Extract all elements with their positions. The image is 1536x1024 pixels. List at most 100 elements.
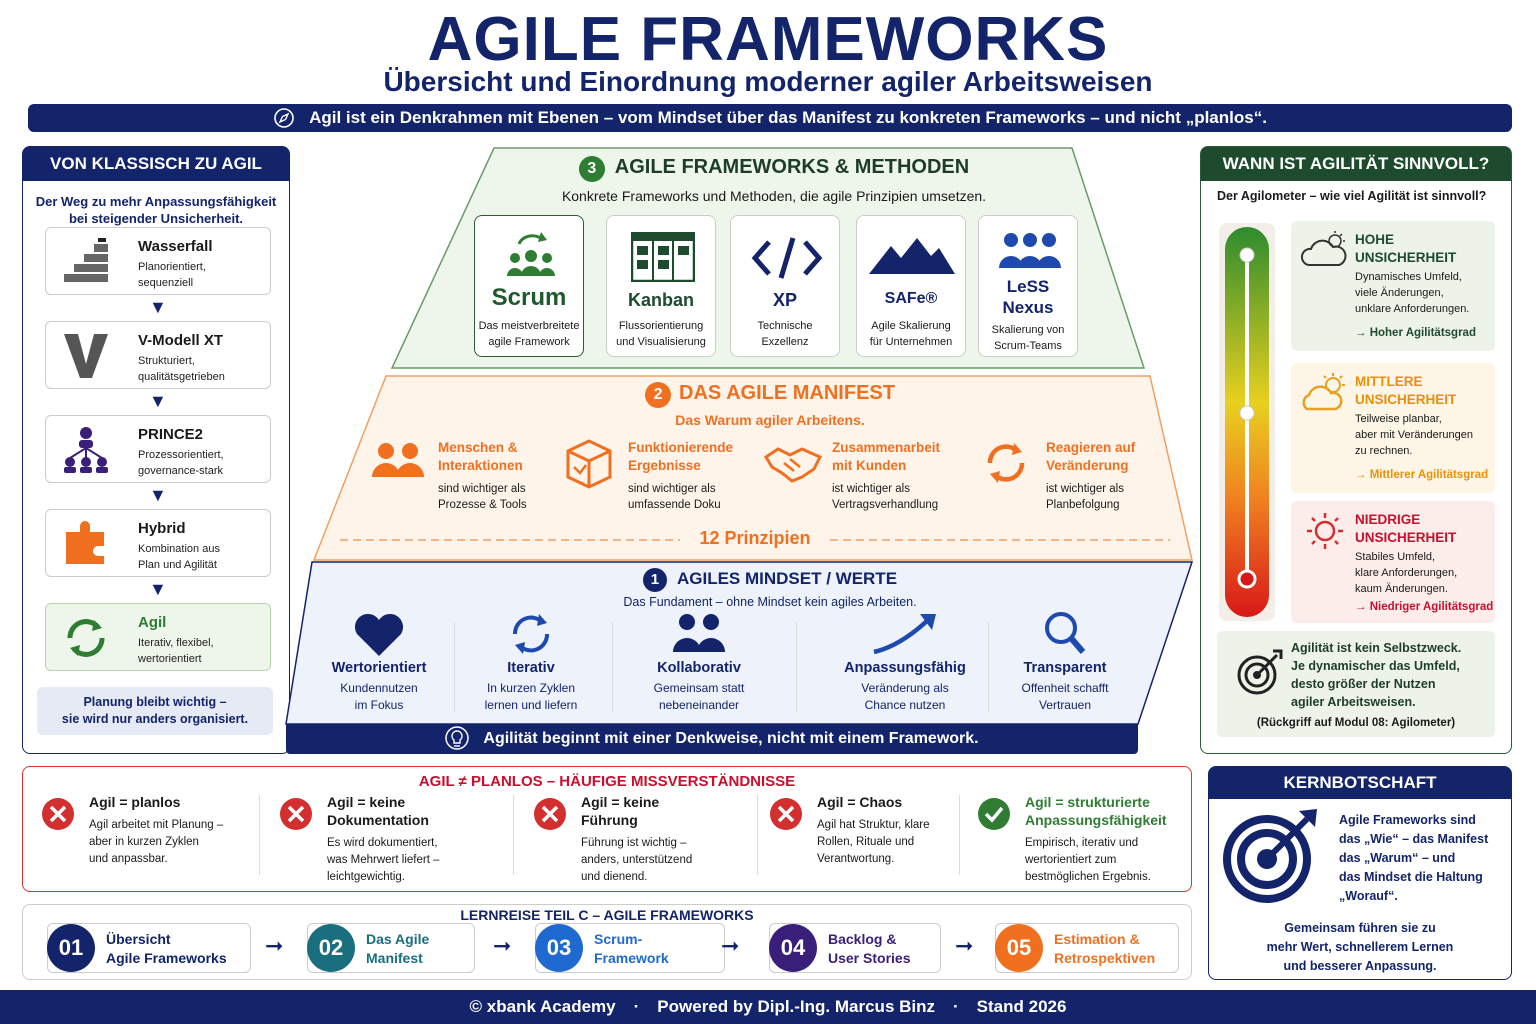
arrow-right-icon: ➞ <box>493 933 512 958</box>
divider <box>454 622 455 712</box>
red-x-icon <box>42 798 74 830</box>
module-reference: (Rückgriff auf Modul 08: Agilometer) <box>1256 717 1456 729</box>
cycle-arrows-icon <box>512 614 550 654</box>
trend-arrow-icon <box>873 614 936 655</box>
mindset-name: Wertorientiert <box>331 660 427 676</box>
arrow-down-icon: ▼ <box>149 297 167 317</box>
framework-name: Kanban <box>627 290 694 310</box>
sun-icon <box>1307 513 1343 549</box>
refresh-arrows-icon <box>987 443 1025 483</box>
journey-step-05[interactable]: 05 Estimation &Retrospektiven <box>995 923 1179 973</box>
mindset-name: Transparent <box>1023 660 1107 676</box>
level3-badge: 3 <box>578 156 605 182</box>
misconception-desc: Führung ist wichtig –anders, unterstütze… <box>581 837 693 883</box>
red-x-icon <box>534 798 566 830</box>
stage-prince2: PRINCE2 Prozessorientiert,governance-sta… <box>45 415 271 483</box>
left-panel-intro: Der Weg zu mehr Anpassungsfähigkeit bei … <box>35 194 277 226</box>
divider <box>612 622 613 712</box>
misconception-item: Agil = planlos Agil arbeitet mit Planung… <box>41 793 261 885</box>
footer-separator: · <box>953 997 959 1016</box>
twelve-principles-label: 12 Prinzipien <box>699 528 811 548</box>
journey-step-04[interactable]: 04 Backlog &User Stories <box>769 923 941 973</box>
misconception-desc: Agil arbeitet mit Planung –aber in kurze… <box>89 819 224 865</box>
page-subtitle: Übersicht und Einordnung moderner agiler… <box>383 66 1153 97</box>
v-letter-icon <box>64 334 108 378</box>
heart-icon <box>354 613 404 656</box>
arrow-down-icon: ▼ <box>149 579 167 599</box>
key-message-title: KERNBOTSCHAFT <box>1209 767 1511 799</box>
stage-name: V-Modell XT <box>138 332 224 349</box>
mindset-name: Kollaborativ <box>657 660 741 676</box>
storm-cloud-icon <box>1300 231 1347 266</box>
uncertainty-desc: Dynamisches Umfeld,viele Änderungen,unkl… <box>1355 271 1470 315</box>
footer: © xbank Academy · Powered by Dipl.-Ing. … <box>0 990 1536 1024</box>
mindset-name: Anpassungsfähig <box>844 660 966 676</box>
agilometer-gauge <box>1219 223 1275 621</box>
step-number: 03 <box>535 924 583 972</box>
scrum-team-icon <box>507 232 555 276</box>
cycle-arrows-icon <box>67 619 105 657</box>
green-check-icon <box>978 798 1010 830</box>
left-panel-title: VON KLASSISCH ZU AGIL <box>23 147 289 181</box>
step-label: Backlog &User Stories <box>828 931 911 966</box>
divider <box>513 795 514 875</box>
planning-note: Planung bleibt wichtig –sie wird nur and… <box>37 687 273 735</box>
mindset-banner-text: Agilität beginnt mit einer Denkweise, ni… <box>483 730 979 747</box>
level1-badge: 1 <box>642 568 667 592</box>
journey-step-03[interactable]: 03 Scrum-Framework <box>535 923 725 973</box>
target-icon <box>1237 649 1283 695</box>
lightbulb-icon <box>445 726 470 750</box>
agility-grade: → Niedriger Agilitätsgrad <box>1355 601 1494 613</box>
step-number: 05 <box>995 924 1043 972</box>
stage-desc: Prozessorientiert,governance-stark <box>138 449 224 477</box>
arrow-down-icon: ▼ <box>149 391 167 411</box>
mountains-icon <box>869 238 955 274</box>
framework-name: Scrum <box>491 284 567 311</box>
footer-separator: · <box>633 997 640 1016</box>
step-label: Estimation &Retrospektiven <box>1054 931 1156 966</box>
mindset-banner: Agilität beginnt mit einer Denkweise, ni… <box>286 724 1138 754</box>
kanban-board-icon <box>631 232 695 282</box>
stage-desc: Strukturiert,qualitätsgetrieben <box>138 355 225 383</box>
step-label: Scrum-Framework <box>594 931 669 966</box>
agility-grade: → Hoher Agilitätsgrad <box>1355 327 1476 339</box>
step-number: 04 <box>769 924 817 972</box>
purpose-text: Agilität ist kein Selbstzweck.Je dynamis… <box>1291 641 1462 709</box>
target-arrow-icon <box>1223 809 1317 903</box>
puzzle-icon <box>66 521 104 564</box>
page-title: AGILE FRAMEWORKS <box>427 5 1109 74</box>
teams-group-icon <box>999 233 1061 268</box>
